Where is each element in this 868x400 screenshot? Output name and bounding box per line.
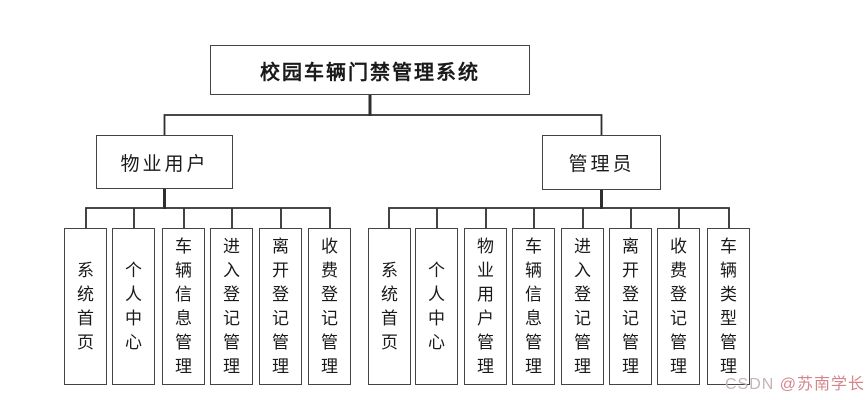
node-right-vehicle-type-mgmt: 车辆类型管理 [707,228,750,385]
leaf-label: 离开登记管理 [272,236,289,376]
leaf-label: 收费登记管理 [321,236,338,376]
leaf-label: 离开登记管理 [622,236,639,376]
node-property-user: 物业用户 [96,135,233,189]
leaf-label: 个人中心 [125,260,142,352]
leaf-label: 系统首页 [381,260,398,352]
watermark-prefix: CSDN [724,376,780,393]
leaf-label: 物业用户管理 [477,236,494,376]
node-right-exit-reg-mgmt: 离开登记管理 [609,228,652,385]
node-left-vehicle-info-mgmt: 车辆信息管理 [162,228,205,385]
leaf-label: 进入登记管理 [574,236,591,376]
leaf-label: 车辆信息管理 [175,236,192,376]
csdn-watermark: CSDN @苏南学长 [725,370,865,394]
node-left-personal-center: 个人中心 [112,228,155,385]
node-admin: 管理员 [542,135,661,190]
leaf-label: 车辆信息管理 [525,236,542,376]
node-left-entry-reg-mgmt: 进入登记管理 [210,228,253,385]
node-right-fee-reg-mgmt: 收费登记管理 [657,228,700,385]
node-left-fee-reg-mgmt: 收费登记管理 [308,228,351,385]
leaf-label: 个人中心 [428,260,445,352]
node-right-entry-reg-mgmt: 进入登记管理 [561,228,604,385]
node-root-title: 校园车辆门禁管理系统 [210,45,530,95]
leaf-label: 车辆类型管理 [720,236,737,376]
node-right-vehicle-info-mgmt: 车辆信息管理 [512,228,555,385]
leaf-label: 进入登记管理 [223,236,240,376]
watermark-author: @苏南学长 [779,376,865,393]
node-left-system-home: 系统首页 [64,228,107,385]
leaf-label: 系统首页 [77,260,94,352]
node-right-property-user-mgmt: 物业用户管理 [464,228,507,385]
leaf-label: 收费登记管理 [670,236,687,376]
node-right-system-home: 系统首页 [368,228,411,385]
node-right-personal-center: 个人中心 [415,228,458,385]
node-left-exit-reg-mgmt: 离开登记管理 [259,228,302,385]
